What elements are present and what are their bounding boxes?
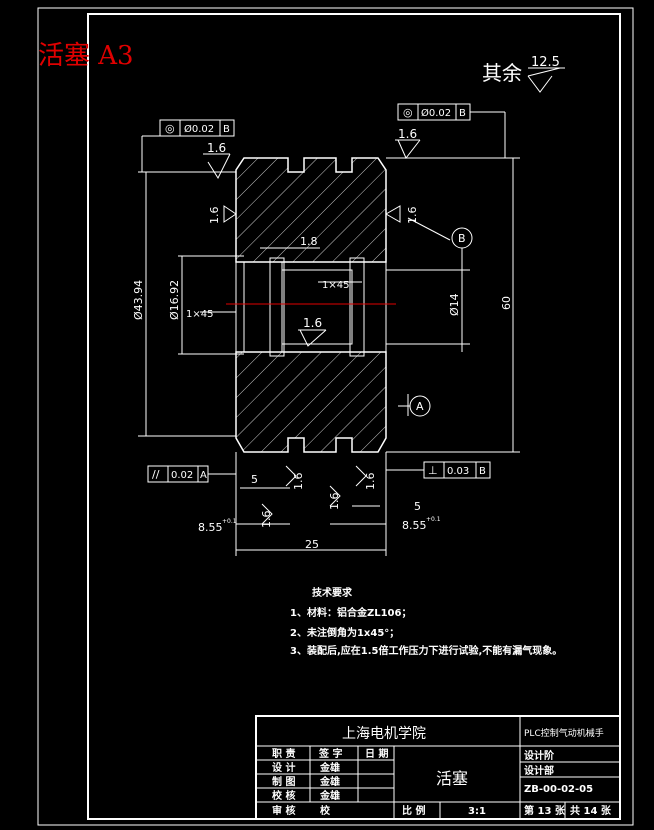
gdt-coax-right: ◎ Ø0.02 B [397, 103, 471, 121]
svg-text:+0.1: +0.1 [222, 518, 237, 525]
school-name: 上海电机学院 [342, 726, 426, 742]
svg-text:其余: 其余 [482, 61, 522, 85]
svg-text:5: 5 [414, 500, 421, 513]
svg-text:共 14 张: 共 14 张 [570, 804, 612, 817]
roughness-symbols: 1.6 1.6 1.6 1.6 1.6 1.6 1.6 1.6 1.6 [203, 127, 421, 529]
outer-border [37, 7, 634, 826]
svg-text:B: B [223, 124, 230, 135]
svg-text:金雄: 金雄 [319, 775, 340, 788]
svg-text:1.6: 1.6 [406, 207, 419, 225]
svg-text:日 期: 日 期 [365, 747, 388, 760]
svg-text:制 图: 制 图 [272, 775, 295, 788]
svg-text:8.55: 8.55 [198, 521, 223, 534]
svg-text:设 计: 设 计 [272, 761, 295, 774]
svg-text:职 责: 职 责 [272, 747, 295, 760]
svg-text:25: 25 [305, 538, 319, 551]
svg-text:1.8: 1.8 [300, 235, 318, 248]
svg-text:◎: ◎ [165, 122, 175, 135]
svg-text:B: B [479, 466, 486, 477]
svg-text:A: A [200, 470, 207, 481]
datum-a: A [398, 395, 431, 417]
svg-text:3:1: 3:1 [468, 806, 486, 817]
svg-text:0.03: 0.03 [447, 466, 469, 477]
part-name: 活塞 [436, 769, 468, 788]
svg-text://: // [152, 468, 160, 481]
svg-text:设计部: 设计部 [524, 764, 554, 777]
datum-b: B [451, 227, 473, 262]
svg-text:1.6: 1.6 [207, 141, 226, 155]
svg-text:B: B [459, 108, 466, 119]
svg-text:A: A [416, 400, 424, 413]
svg-text:校 核: 校 核 [272, 789, 295, 802]
svg-text:3、装配后,应在1.5倍工作压力下进行试验,不能有漏气现象。: 3、装配后,应在1.5倍工作压力下进行试验,不能有漏气现象。 [290, 644, 562, 657]
svg-text:第 13 张: 第 13 张 [524, 804, 566, 817]
svg-text:+0.1: +0.1 [426, 516, 441, 523]
svg-text:金雄: 金雄 [319, 789, 340, 802]
svg-text:8.55: 8.55 [402, 519, 427, 532]
roughness-rest-note: 其余 12.5 [482, 55, 565, 93]
title-block-texts: 上海电机学院 PLC控制气动机械手 活塞 职 责 签 字 日 期 设 计 金雄 … [272, 726, 612, 817]
svg-text:比 例: 比 例 [402, 804, 425, 817]
svg-text:⊥: ⊥ [428, 464, 438, 477]
svg-text:1.6: 1.6 [303, 316, 322, 330]
svg-text:Ø16.92: Ø16.92 [168, 280, 181, 320]
svg-text:1.6: 1.6 [364, 473, 377, 491]
tech-requirements: 技术要求 1、材料：铝合金ZL106； 2、未注倒角为1x45°； 3、装配后,… [290, 586, 562, 657]
svg-text:Ø14: Ø14 [448, 293, 461, 316]
dimension-texts: Ø43.94 Ø16.92 Ø14 60 1.8 1×45 1×45 5 5 8… [132, 235, 513, 551]
title-block [255, 715, 621, 820]
part-number: ZB-00-02-05 [524, 784, 593, 795]
svg-text:校: 校 [320, 804, 331, 817]
project-name: PLC控制气动机械手 [524, 727, 604, 739]
svg-text:2、未注倒角为1x45°；: 2、未注倒角为1x45°； [290, 626, 399, 639]
svg-text:1.6: 1.6 [398, 127, 417, 141]
svg-text:5: 5 [251, 473, 258, 486]
svg-text:1×45: 1×45 [322, 280, 349, 291]
dimension-lines [138, 111, 520, 556]
svg-text:1.6: 1.6 [260, 511, 273, 529]
gdt-parallel: // 0.02 A [147, 465, 209, 483]
svg-text:Ø0.02: Ø0.02 [421, 107, 451, 119]
svg-text:◎: ◎ [403, 106, 413, 119]
svg-text:1、材料：铝合金ZL106；: 1、材料：铝合金ZL106； [290, 606, 411, 619]
svg-text:0.02: 0.02 [171, 470, 193, 481]
svg-text:金雄: 金雄 [319, 761, 340, 774]
svg-text:60: 60 [500, 296, 513, 310]
svg-text:Ø0.02: Ø0.02 [184, 123, 214, 135]
svg-text:Ø43.94: Ø43.94 [132, 280, 145, 320]
svg-text:12.5: 12.5 [531, 55, 560, 70]
svg-text:签 字: 签 字 [318, 747, 342, 760]
svg-text:设计阶: 设计阶 [524, 749, 555, 762]
piston-section [226, 157, 396, 453]
gdt-coax-left: ◎ Ø0.02 B [159, 119, 235, 137]
sheet-title: 活塞 A3 [38, 41, 134, 71]
svg-text:1.6: 1.6 [292, 473, 305, 491]
svg-text:B: B [458, 232, 466, 245]
svg-text:技术要求: 技术要求 [312, 586, 353, 599]
svg-text:1.6: 1.6 [328, 493, 341, 511]
svg-text:1.6: 1.6 [208, 207, 221, 225]
svg-text:审 核: 审 核 [272, 804, 295, 817]
svg-text:1×45: 1×45 [186, 309, 213, 320]
gdt-perpendicular: ⊥ 0.03 B [423, 461, 491, 479]
